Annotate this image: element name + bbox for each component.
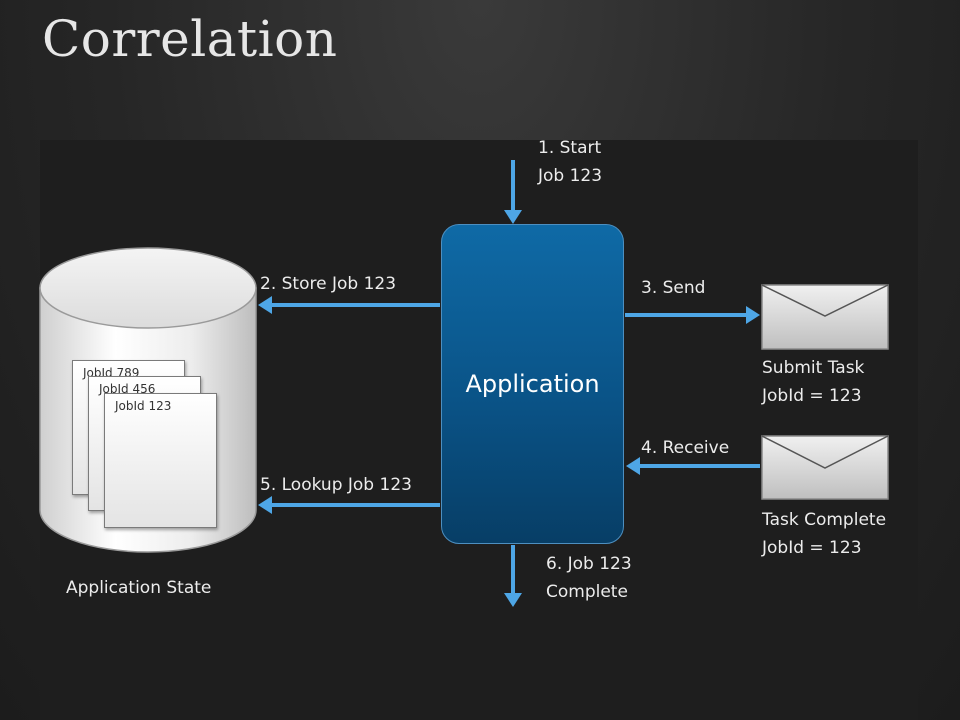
message-submit-label: Submit Task JobId = 123 [762, 354, 864, 410]
step-complete-line2: Complete [546, 582, 628, 602]
database-label: Application State [66, 578, 212, 598]
message-submit-line1: Submit Task [762, 358, 865, 378]
envelope-submit-icon [761, 284, 889, 350]
record-jobid-123: JobId 123 [104, 393, 217, 528]
step-send-label: 3. Send [641, 278, 706, 298]
step-store-label: 2. Store Job 123 [260, 274, 397, 294]
arrow-start [504, 160, 522, 224]
application-label: Application [465, 370, 600, 398]
arrow-send [625, 306, 760, 324]
step-lookup-label: 5. Lookup Job 123 [260, 475, 412, 495]
slide-title: Correlation [42, 10, 338, 68]
arrow-lookup [258, 496, 440, 514]
step-complete-line1: 6. Job 123 [546, 554, 632, 574]
arrow-receive [626, 457, 760, 475]
step-receive-label: 4. Receive [641, 438, 730, 458]
message-complete-line1: Task Complete [762, 510, 887, 530]
envelope-complete-icon [761, 435, 889, 500]
arrow-store [258, 296, 440, 314]
arrow-complete [504, 545, 522, 607]
step-start-line2: Job 123 [538, 166, 603, 186]
step-start-label: 1. Start Job 123 [538, 134, 602, 190]
step-start-line1: 1. Start [538, 138, 602, 158]
message-submit-line2: JobId = 123 [762, 386, 862, 406]
step-complete-label: 6. Job 123 Complete [546, 550, 632, 606]
message-complete-line2: JobId = 123 [762, 538, 862, 558]
message-complete-label: Task Complete JobId = 123 [762, 506, 886, 562]
application-box: Application [441, 224, 624, 544]
